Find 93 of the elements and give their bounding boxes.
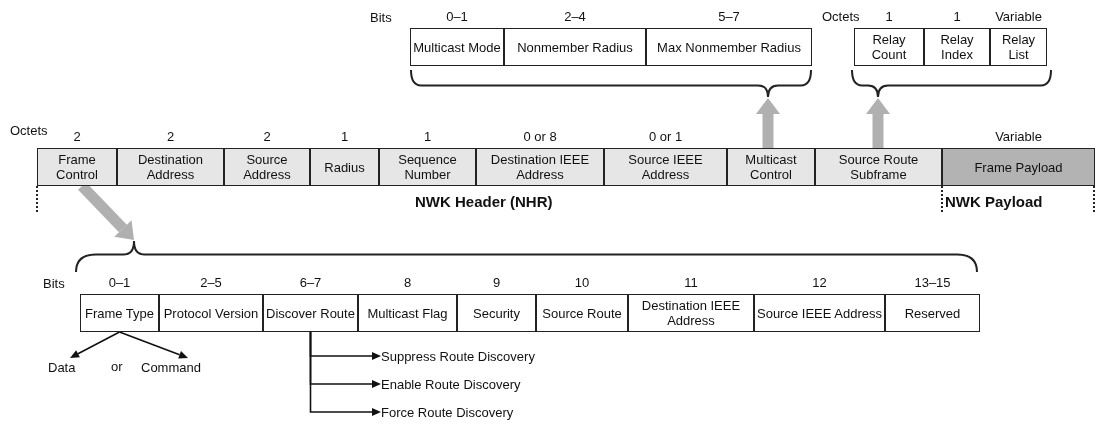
field-name: Relay Index	[939, 32, 975, 62]
option-text: Force Route Discovery	[381, 404, 514, 420]
caption-label: Bits	[370, 10, 392, 25]
field-name: Security	[473, 305, 520, 321]
field-name: Multicast Control	[744, 152, 798, 182]
header-field	[310, 148, 379, 186]
header-field	[117, 148, 224, 186]
subfield	[924, 28, 990, 66]
field-name: Source Address	[242, 152, 292, 182]
field-size: Variable	[995, 9, 1042, 24]
field-name: Source Route Subframe	[837, 152, 920, 182]
field-size: 11	[684, 275, 698, 290]
field-name: Frame Type	[84, 305, 155, 321]
option-text: Data	[48, 359, 76, 375]
subfield	[990, 28, 1047, 66]
field-size: 2–5	[200, 275, 222, 290]
field-name: Protocol Version	[163, 305, 259, 321]
expand-arrow	[866, 98, 890, 148]
option-text: Enable Route Discovery	[381, 376, 521, 392]
header-field	[379, 148, 476, 186]
field-size: 1	[340, 129, 349, 144]
field-name: Destination Address	[136, 152, 204, 182]
arrow	[118, 331, 188, 359]
field-name: Radius	[324, 159, 365, 175]
subfield	[536, 294, 628, 332]
subfield	[410, 28, 504, 66]
field-size: 1	[885, 9, 893, 24]
field-name: Destination IEEE Address	[489, 152, 591, 182]
field-name: Reserved	[904, 305, 961, 321]
caption-label: Octets	[10, 123, 48, 138]
curly-brace	[75, 240, 978, 272]
subfield	[358, 294, 457, 332]
field-size: 6–7	[299, 275, 322, 290]
header-field	[37, 148, 117, 186]
option-text: Command	[141, 359, 201, 375]
arrow	[309, 331, 381, 416]
field-size: 0–1	[446, 9, 468, 24]
field-name: Relay Count	[870, 32, 908, 62]
caption-label: Octets	[822, 9, 860, 24]
field-size: 0 or 8	[523, 129, 557, 144]
header-field	[224, 148, 310, 186]
header-field	[727, 148, 815, 186]
subfield	[457, 294, 536, 332]
header-field	[476, 148, 604, 186]
field-size: 13–15	[914, 275, 951, 290]
field-size: 0 or 1	[648, 129, 683, 144]
subfield	[646, 28, 812, 66]
subfield	[159, 294, 263, 332]
field-size: 12	[812, 275, 827, 290]
field-name: Discover Route	[266, 305, 355, 321]
field-name: Source IEEE Address	[757, 305, 882, 321]
field-size: 8	[403, 275, 412, 290]
field-size: 9	[492, 275, 501, 290]
curly-brace	[851, 70, 1052, 98]
field-name: Max Nonmember Radius	[657, 39, 801, 55]
option-text: Suppress Route Discovery	[381, 348, 535, 364]
field-name: Source IEEE Address	[627, 152, 704, 182]
curly-brace	[410, 70, 812, 98]
payload-field	[942, 148, 1095, 186]
field-name: Sequence Number	[397, 152, 458, 182]
arrow	[70, 331, 121, 358]
field-name: Nonmember Radius	[517, 39, 633, 55]
subfield	[504, 28, 646, 66]
field-size: 2	[166, 129, 175, 144]
field-name: Frame Payload	[974, 159, 1063, 175]
field-name: Frame Control	[55, 152, 99, 182]
subfield	[854, 28, 924, 66]
field-name: Destination IEEE Address	[640, 298, 742, 328]
section-label: NWK Header (NHR)	[415, 193, 553, 210]
expand-arrow	[756, 98, 780, 148]
field-size: Variable	[995, 129, 1042, 144]
field-name: Source Route	[542, 305, 622, 321]
section-label: NWK Payload	[945, 193, 1043, 210]
field-name: Relay List	[1000, 32, 1037, 62]
subfield	[885, 294, 980, 332]
subfield	[80, 294, 159, 332]
subfield	[263, 294, 358, 332]
subfield	[628, 294, 754, 332]
field-size: 2–4	[564, 9, 586, 24]
field-name: Multicast Flag	[367, 305, 448, 321]
field-size: 2	[263, 129, 271, 144]
header-field	[815, 148, 942, 186]
field-size: 1	[423, 129, 432, 144]
caption-label: or	[111, 359, 123, 374]
header-field	[604, 148, 727, 186]
caption-label: Bits	[43, 276, 65, 291]
field-size: 10	[574, 275, 590, 290]
field-name: Multicast Mode	[413, 39, 501, 55]
field-size: 2	[73, 129, 81, 144]
field-size: 0–1	[108, 275, 131, 290]
field-size: 5–7	[718, 9, 740, 24]
field-size: 1	[953, 9, 961, 24]
subfield	[754, 294, 885, 332]
